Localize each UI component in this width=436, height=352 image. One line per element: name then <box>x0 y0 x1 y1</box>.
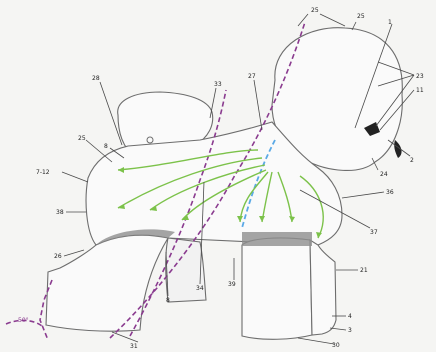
ptr-3 <box>330 328 346 330</box>
label-39: 39 <box>228 281 236 288</box>
label-8: 8 <box>104 143 108 150</box>
label-25-top-b: 25 <box>357 13 365 20</box>
label-38: 38 <box>56 209 64 216</box>
ptr-27 <box>254 80 262 130</box>
ptr-25a <box>298 14 308 26</box>
label-21: 21 <box>360 267 368 274</box>
label-7-12: 7-12 <box>36 169 50 176</box>
ptr-26 <box>64 250 84 256</box>
ptr-33 <box>210 88 216 118</box>
front-leg-near <box>242 238 312 339</box>
label-8-lower: 8 <box>166 297 170 304</box>
label-3: 3 <box>348 327 352 334</box>
label-37: 37 <box>370 229 378 236</box>
ptr-36 <box>342 192 384 198</box>
label-50-degrees: 50° <box>18 317 29 324</box>
label-23: 23 <box>416 73 424 80</box>
label-33: 33 <box>214 81 222 88</box>
label-27: 27 <box>248 73 256 80</box>
label-1: 1 <box>388 19 392 26</box>
label-2: 2 <box>410 157 414 164</box>
label-31: 31 <box>130 343 138 350</box>
label-25-left: 25 <box>78 135 86 142</box>
ptr-25b <box>320 14 345 26</box>
label-36: 36 <box>386 189 394 196</box>
hind-leg <box>46 235 168 331</box>
label-26: 26 <box>54 253 62 260</box>
ptr-7-12 <box>62 172 88 182</box>
chest-shade <box>242 232 312 246</box>
label-30: 30 <box>332 342 340 349</box>
ptr-31 <box>112 332 138 342</box>
front-leg-far <box>310 240 336 335</box>
label-34: 34 <box>196 285 204 292</box>
label-25-top: 25 <box>311 7 319 14</box>
label-11: 11 <box>416 87 424 94</box>
ptr-25d <box>86 140 112 162</box>
label-28: 28 <box>92 75 100 82</box>
label-4: 4 <box>348 313 352 320</box>
ptr-30 <box>298 338 334 344</box>
label-24: 24 <box>380 171 388 178</box>
